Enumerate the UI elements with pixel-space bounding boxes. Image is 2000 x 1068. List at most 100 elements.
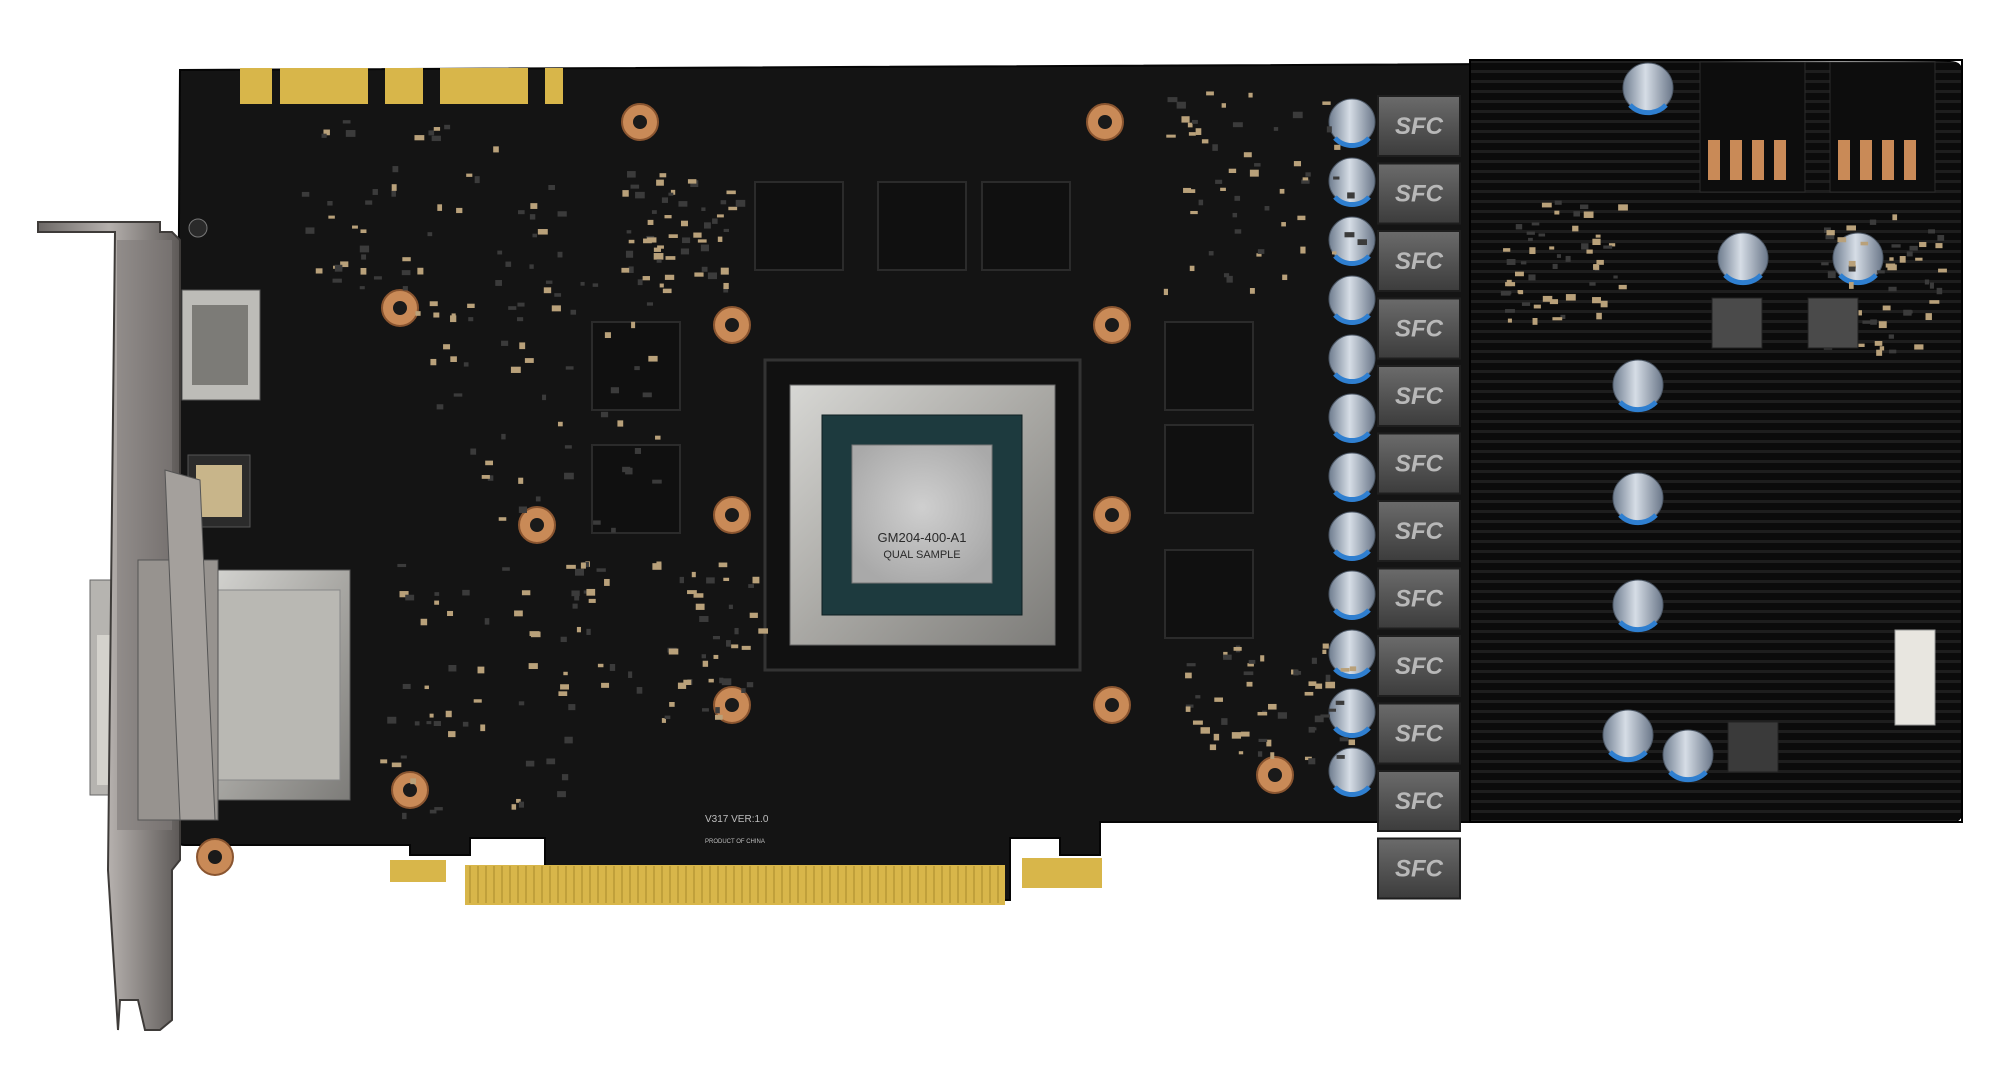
smd-part: [493, 146, 499, 153]
smd-part: [415, 311, 421, 316]
smd-part: [1348, 739, 1356, 746]
smd-part: [668, 234, 678, 238]
smd-part: [1302, 177, 1309, 181]
smd-part: [1213, 733, 1220, 741]
smd-part: [701, 207, 706, 212]
smd-part: [656, 259, 662, 263]
smd-part: [703, 222, 711, 229]
smd-part: [1533, 304, 1541, 309]
smd-part: [735, 199, 746, 207]
smd-part: [564, 445, 572, 449]
smd-part: [628, 266, 634, 273]
smd-part: [557, 421, 563, 427]
smd-part: [511, 804, 517, 810]
smd-part: [470, 448, 477, 455]
smd-part: [680, 220, 688, 227]
smd-part: [448, 664, 457, 672]
smd-part: [626, 230, 632, 234]
smd-part: [1532, 317, 1538, 325]
smd-part: [530, 203, 538, 209]
smd-part: [1277, 712, 1287, 719]
smd-part: [682, 237, 691, 244]
smd-part: [1935, 243, 1943, 249]
smd-part: [466, 173, 473, 177]
capacitor: [1612, 579, 1664, 633]
smd-part: [586, 628, 591, 635]
smd-part: [429, 713, 434, 718]
smd-part: [661, 718, 666, 723]
smd-part: [1357, 239, 1368, 246]
smd-part: [529, 214, 536, 220]
smd-part: [728, 604, 733, 610]
smd-part: [719, 677, 724, 684]
smd-part: [1270, 752, 1275, 759]
capacitor: [1602, 709, 1654, 763]
smd-part: [444, 124, 451, 130]
smd-part: [1232, 212, 1238, 218]
smd-part: [1304, 691, 1314, 696]
capacitor: [1328, 157, 1376, 207]
smd-part: [723, 577, 730, 582]
capacitor: [1328, 98, 1376, 148]
smd-part: [1260, 655, 1265, 662]
smd-part: [572, 603, 578, 609]
smd-part: [1248, 92, 1253, 98]
smd-part: [716, 214, 724, 218]
smd-part: [481, 475, 490, 479]
smd-part: [697, 239, 707, 243]
gpu-sample-label: QUAL SAMPLE: [883, 549, 960, 561]
smd-part: [665, 256, 676, 260]
smd-part: [1565, 294, 1576, 301]
smd-part: [1163, 288, 1169, 296]
smd-part: [1892, 214, 1898, 221]
smd-part: [315, 268, 323, 274]
capacitor: [1328, 747, 1376, 797]
mounting-holes: [196, 103, 1294, 876]
smd-part: [701, 266, 708, 272]
memory-chip: [591, 444, 681, 534]
smd-part: [1549, 299, 1559, 305]
smd-part: [622, 190, 629, 197]
smd-part: [1556, 254, 1562, 258]
smd-part: [1874, 340, 1883, 346]
smd-part: [1528, 274, 1536, 281]
smd-part: [1603, 245, 1613, 249]
capacitor: [1328, 393, 1376, 443]
smd-part: [702, 660, 709, 667]
smd-part: [1243, 152, 1252, 158]
smd-part: [1326, 126, 1332, 133]
power-connector-j10: [1699, 61, 1806, 193]
smd-part: [517, 210, 525, 215]
smd-part: [340, 261, 349, 268]
smd-part: [468, 317, 474, 322]
smd-part: [551, 305, 561, 312]
smd-part: [1325, 681, 1336, 689]
smd-part: [1507, 318, 1512, 323]
capacitor: [1328, 570, 1376, 620]
smd-part: [695, 603, 705, 610]
smd-part: [484, 618, 490, 625]
sfc-choke: SFC: [1377, 162, 1461, 225]
smd-part: [1190, 210, 1198, 215]
smd-part: [1311, 657, 1317, 664]
smd-part: [1517, 290, 1523, 294]
smd-part: [399, 591, 409, 598]
smd-part: [1293, 161, 1302, 167]
sfc-choke: SFC: [1377, 95, 1461, 157]
smd-part: [568, 704, 576, 711]
smd-part: [1221, 718, 1228, 725]
smd-part: [1914, 344, 1924, 350]
smd-part: [400, 755, 407, 759]
smd-part: [1266, 739, 1272, 747]
smd-part: [359, 286, 365, 290]
smd-part: [352, 225, 358, 229]
smd-part: [1919, 242, 1927, 248]
smd-part: [1878, 321, 1887, 329]
smd-part: [1249, 287, 1255, 294]
smd-part: [443, 344, 451, 350]
smd-part: [456, 207, 463, 214]
smd-part: [1232, 122, 1243, 128]
smd-part: [621, 267, 630, 273]
smd-part: [571, 590, 580, 597]
smd-part: [1308, 726, 1315, 733]
